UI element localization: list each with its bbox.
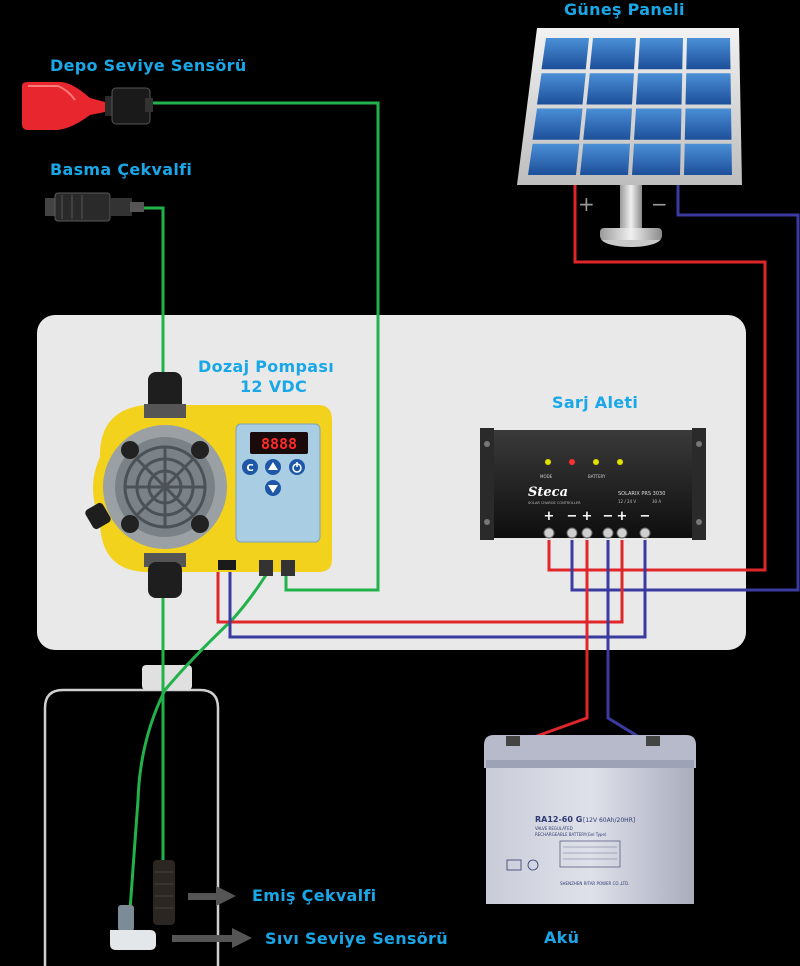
arrow-suction-valve xyxy=(188,886,236,906)
panel-cell xyxy=(638,38,683,70)
battery-rating: [12V 60Ah/20HR] xyxy=(583,817,635,824)
controller-led-3 xyxy=(593,459,599,465)
controller-model: SOLARIX PRS 3030 xyxy=(618,491,665,497)
pump-display xyxy=(250,432,308,454)
label-tank-level-sensor: Depo Seviye Sensörü xyxy=(50,56,247,75)
panel-cell xyxy=(541,38,589,70)
wire-panel-positive xyxy=(547,180,767,572)
pump-bottom-fitting xyxy=(148,562,182,598)
liquid-level-sensor xyxy=(110,905,156,950)
controller-led-battery: BATTERY xyxy=(588,474,606,479)
wire-load-negative xyxy=(228,540,647,639)
controller-terminal-screw xyxy=(581,527,593,539)
dosing-pump: 8888 C xyxy=(85,372,332,598)
controller-subtitle: SOLAR CHARGE CONTROLLER xyxy=(528,501,581,505)
panel-cell xyxy=(686,38,731,70)
controller-terminal-screw xyxy=(543,527,555,539)
wire-panel-negative xyxy=(570,180,800,592)
pump-head-grille xyxy=(123,445,207,529)
panel-cell xyxy=(586,73,634,105)
label-battery: Akü xyxy=(544,928,580,947)
pump-button-up[interactable] xyxy=(265,459,281,475)
controller-terminal-screw xyxy=(602,527,614,539)
panel-cell xyxy=(632,143,681,175)
battery-line2: RECHARGEABLE BATTERY(Gel Type) xyxy=(535,832,607,837)
panel-cell xyxy=(684,143,732,175)
controller-terminal-screw xyxy=(616,527,628,539)
panel-pole xyxy=(620,185,642,230)
label-dosing-pump: Dozaj Pompası xyxy=(198,357,334,376)
controller-terminal-sign: + xyxy=(544,509,555,524)
panel-cell xyxy=(537,73,586,105)
pump-top-fitting xyxy=(148,372,182,414)
label-voltage: 12 VDC xyxy=(240,377,308,396)
charge-controller: MODE BATTERY Steca SOLAR CHARGE CONTROLL… xyxy=(480,428,706,540)
label-suction-valve: Emiş Çekvalfi xyxy=(252,886,377,905)
battery-line1: VALVE REGULATED xyxy=(535,826,573,831)
battery-terminal-negative xyxy=(646,736,660,746)
controller-spec-voltage: 12 / 24 V xyxy=(618,499,636,504)
wire-discharge-valve xyxy=(140,206,165,380)
pump-sensor-connector-2 xyxy=(281,560,295,576)
controller-brand: Steca xyxy=(528,485,568,500)
controller-terminal-sign: − xyxy=(603,509,614,524)
wire-load-positive xyxy=(216,540,624,624)
battery-lid xyxy=(484,735,696,768)
label-charge-controller: Sarj Aleti xyxy=(552,393,639,412)
tank-outline xyxy=(43,688,220,966)
discharge-check-valve xyxy=(45,192,144,222)
svg-text:C: C xyxy=(246,463,253,474)
panel-minus-sign: − xyxy=(651,192,668,216)
label-solar-panel: Güneş Paneli xyxy=(564,0,685,19)
battery: RA12-60 G [12V 60Ah/20HR] VALVE REGULATE… xyxy=(484,735,696,904)
panel-cell xyxy=(528,143,580,175)
solar-panel: + − xyxy=(517,28,742,247)
panel-cell xyxy=(532,108,583,140)
pump-sensor-connector-1 xyxy=(259,560,273,576)
controller-terminal-sign: + xyxy=(617,509,628,524)
controller-led-4 xyxy=(617,459,623,465)
battery-maker: SHENZHEN RITAR POWER CO.,LTD. xyxy=(560,881,629,886)
wire-liquid-sensor xyxy=(128,574,268,911)
pump-button-c[interactable]: C xyxy=(242,459,258,475)
controller-led-2 xyxy=(569,459,575,465)
pump-button-power[interactable] xyxy=(289,459,305,475)
panel-cell xyxy=(636,73,683,105)
panel-cell xyxy=(685,73,731,105)
label-liquid-level-sensor: Sıvı Seviye Sensörü xyxy=(265,929,448,948)
panel-cell xyxy=(634,108,682,140)
battery-model: RA12-60 G xyxy=(535,815,582,824)
suction-check-valve xyxy=(153,860,175,925)
pump-power-connector xyxy=(218,560,236,570)
panel-cell xyxy=(580,143,630,175)
label-discharge-valve: Basma Çekvalfi xyxy=(50,160,193,179)
panel-cells xyxy=(528,38,732,175)
panel-plus-sign: + xyxy=(578,192,595,216)
arrow-liquid-sensor xyxy=(172,928,252,948)
controller-terminal-sign: − xyxy=(640,509,651,524)
panel-cell xyxy=(583,108,632,140)
controller-led-mode: MODE xyxy=(540,474,553,479)
battery-terminal-positive xyxy=(506,736,520,746)
controller-terminal-screw xyxy=(639,527,651,539)
controller-terminal-sign: − xyxy=(567,509,578,524)
controller-terminal-screw xyxy=(566,527,578,539)
wire-level-sensor xyxy=(148,101,380,592)
panel-cell xyxy=(589,38,636,70)
controller-spec-current: 30 A xyxy=(652,499,661,504)
controller-terminals: +−+−+− xyxy=(543,509,651,539)
tank-level-float-switch xyxy=(22,82,153,130)
pump-button-down[interactable] xyxy=(265,480,281,496)
controller-terminal-sign: + xyxy=(582,509,593,524)
battery-body xyxy=(486,766,694,904)
controller-led-1 xyxy=(545,459,551,465)
pump-display-value: 8888 xyxy=(261,435,297,453)
panel-cell xyxy=(684,108,732,140)
